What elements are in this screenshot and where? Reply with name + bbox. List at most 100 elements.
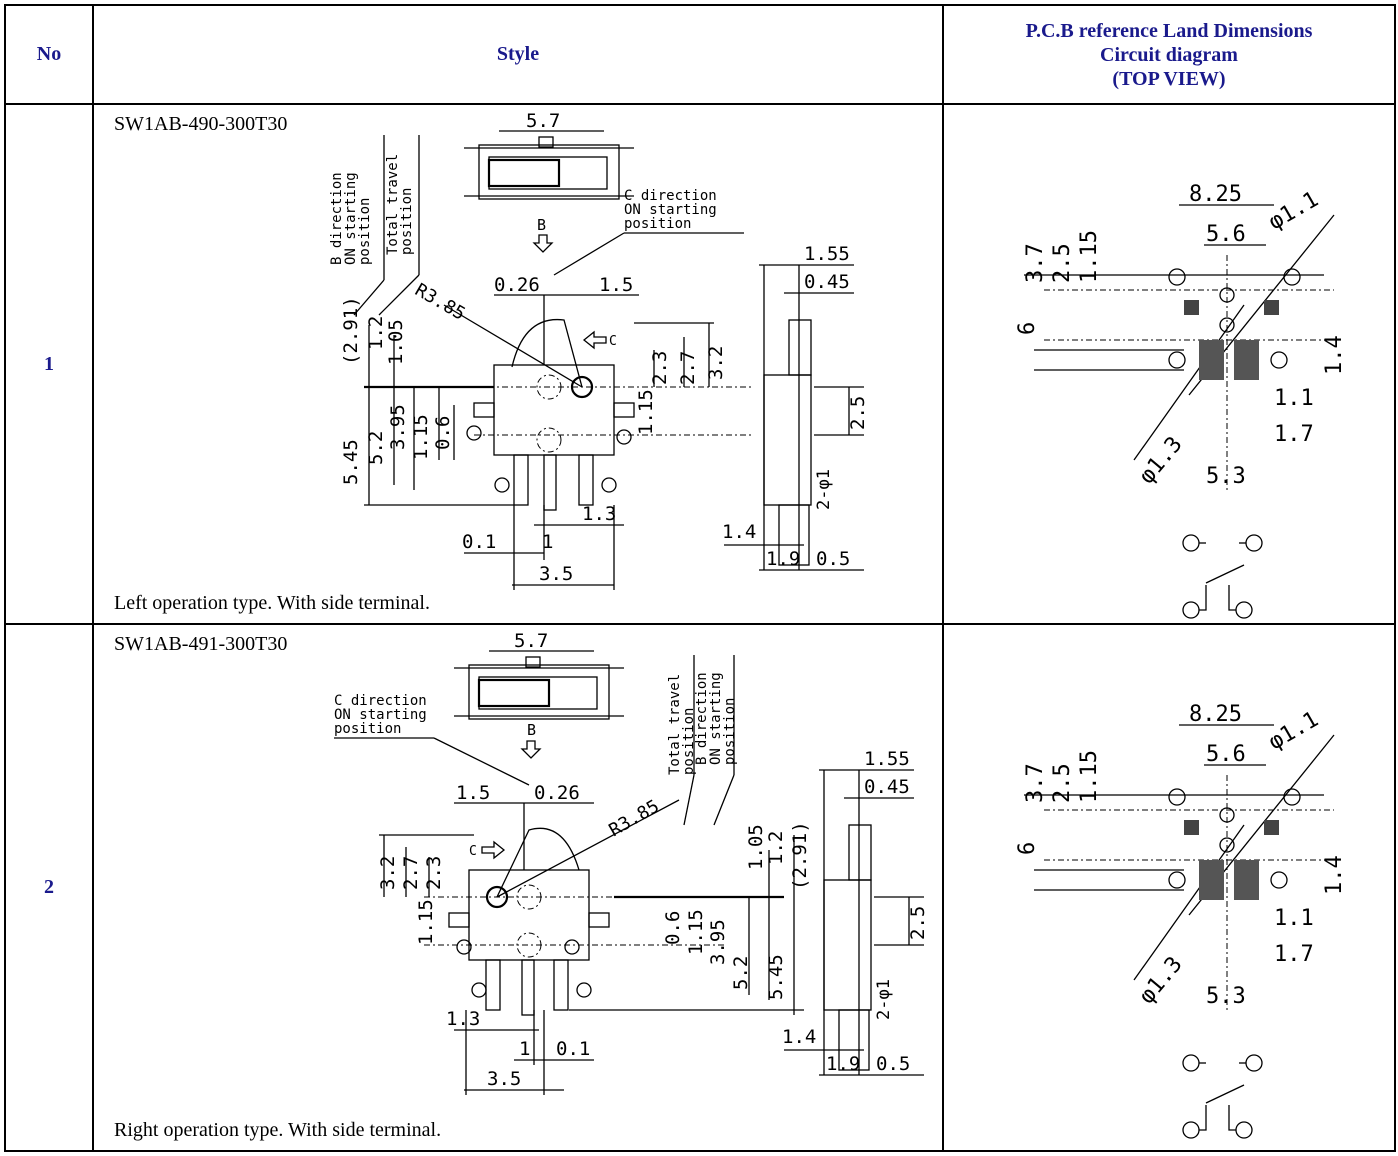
dim-1-2: 1.2 xyxy=(365,316,387,350)
pcb-dim-phi1-3-b: φ1.3 xyxy=(1134,952,1187,1009)
pcb-cell-2: 8.25 5.6 φ1.1 3.7 2.5 1.15 6 1.4 φ1.3 1.… xyxy=(942,623,1396,1152)
pcb-drawing-1: 8.25 5.6 φ1.1 3.7 2.5 1.15 6 1.4 φ1.3 1.… xyxy=(1015,182,1347,619)
dim-3-2-b: 3.2 xyxy=(377,856,399,890)
pcb-dim-2-5-b: 2.5 xyxy=(1050,763,1075,803)
dim-1: 1 xyxy=(542,531,553,553)
dim-5-2-b: 5.2 xyxy=(730,956,752,990)
dim-1-2-b: 1.2 xyxy=(765,831,787,865)
pcb-dim-6: 6 xyxy=(1015,322,1040,335)
dim-2-3: 2.3 xyxy=(649,351,671,385)
dim-1-9-b: 1.9 xyxy=(826,1053,860,1075)
arrow-c-icon xyxy=(481,840,506,860)
header-pcb-line2: Circuit diagram xyxy=(1100,43,1238,66)
dim-1-4-b: 1.4 xyxy=(782,1026,816,1048)
dim-2-91-b: (2.91) xyxy=(789,821,811,890)
dim-1-3-b: 1.3 xyxy=(446,1008,480,1030)
pcb-dim-1-4-b: 1.4 xyxy=(1322,855,1347,895)
pcb-dim-6-b: 6 xyxy=(1015,842,1040,855)
header-row: No Style P.C.B reference Land Dimensions… xyxy=(4,4,1396,105)
pcb-dim-1-4: 1.4 xyxy=(1322,335,1347,375)
dim-2-phi1: 2-φ1 xyxy=(814,469,834,510)
dim-5-7-b: 5.7 xyxy=(514,630,548,652)
switch-drawing-1: 5.7 B directionON startingposition Total… xyxy=(329,110,869,590)
dim-1-4: 1.4 xyxy=(722,521,756,543)
header-pcb-line1: P.C.B reference Land Dimensions xyxy=(1025,19,1313,42)
pcb-dim-5-6-b: 5.6 xyxy=(1206,742,1246,767)
dim-3-95: 3.95 xyxy=(387,404,409,450)
dim-1-55: 1.55 xyxy=(804,243,850,265)
label-total-travel-2: Total travelposition xyxy=(667,674,697,775)
dim-1-3: 1.3 xyxy=(582,503,616,525)
dim-1-5: 1.5 xyxy=(599,274,633,296)
dim-r3-85-b: R3.85 xyxy=(606,796,663,841)
dim-1-55-b: 1.55 xyxy=(864,748,910,770)
header-no: No xyxy=(4,4,94,105)
pcb-dim-5-3-b: 5.3 xyxy=(1206,984,1246,1009)
style-cell-1: SW1AB-490-300T30 5.7 B directionON start… xyxy=(92,103,944,625)
dim-3-5: 3.5 xyxy=(539,563,573,585)
pcb-cell-1: 8.25 5.6 φ1.1 3.7 2.5 1.15 6 1.4 φ1.3 1.… xyxy=(942,103,1396,625)
dim-0-6: 0.6 xyxy=(432,416,454,450)
dim-5-45: 5.45 xyxy=(340,439,362,485)
description-1: Left operation type. With side terminal. xyxy=(114,592,430,614)
pcb-dim-1-1-b: 1.1 xyxy=(1274,906,1314,931)
dim-2-91: (2.91) xyxy=(340,296,362,365)
header-pcb-line3: (TOP VIEW) xyxy=(1112,67,1226,90)
label-c-1: C xyxy=(609,334,617,349)
part-number-1: SW1AB-490-300T30 xyxy=(114,113,288,135)
header-pcb: P.C.B reference Land Dimensions Circuit … xyxy=(942,4,1396,105)
pcb-dim-1-1: 1.1 xyxy=(1274,386,1314,411)
dim-2-5: 2.5 xyxy=(847,396,869,430)
pcb-dim-2-5: 2.5 xyxy=(1050,243,1075,283)
dim-0-5-b: 0.5 xyxy=(876,1053,910,1075)
dim-5-2: 5.2 xyxy=(365,431,387,465)
row-number-1: 1 xyxy=(4,103,94,625)
dim-0-26-b: 0.26 xyxy=(534,782,580,804)
label-b-direction-1: B directionON startingposition xyxy=(329,172,373,265)
dim-3-5-b: 3.5 xyxy=(487,1068,521,1090)
dim-2-7-b: 2.7 xyxy=(400,856,422,890)
dim-1-15a: 1.15 xyxy=(410,414,432,460)
part-number-2: SW1AB-491-300T30 xyxy=(114,633,288,655)
pcb-dim-1-15: 1.15 xyxy=(1077,230,1102,283)
pcb-dim-phi1-1-b: φ1.1 xyxy=(1265,707,1323,755)
dim-1-15-b2: 1.15 xyxy=(685,909,707,955)
dim-2-7: 2.7 xyxy=(677,351,699,385)
dim-3-95-b: 3.95 xyxy=(707,919,729,965)
dim-0-1: 0.1 xyxy=(462,531,496,553)
dim-0-1-b: 0.1 xyxy=(556,1038,590,1060)
pcb-dim-5-6: 5.6 xyxy=(1206,222,1246,247)
label-c-2: C xyxy=(469,844,477,859)
pcb-dim-3-7: 3.7 xyxy=(1023,243,1048,283)
pcb-dim-phi1-3: φ1.3 xyxy=(1134,432,1187,489)
arrow-c-icon xyxy=(582,330,607,350)
dim-0-6-b: 0.6 xyxy=(662,911,684,945)
spec-table: No Style P.C.B reference Land Dimensions… xyxy=(4,4,1396,1152)
dim-1-b: 1 xyxy=(519,1038,530,1060)
dim-5-45-b: 5.45 xyxy=(765,954,787,1000)
dim-0-45: 0.45 xyxy=(804,271,850,293)
dim-0-45-b: 0.45 xyxy=(864,776,910,798)
dim-2-phi1-b: 2-φ1 xyxy=(874,979,894,1020)
pcb-dim-phi1-1: φ1.1 xyxy=(1265,187,1323,235)
pcb-dim-1-7-b: 1.7 xyxy=(1274,942,1314,967)
label-b-direction-2: B directionON startingposition xyxy=(694,672,738,765)
pcb-dim-1-15-b: 1.15 xyxy=(1077,750,1102,803)
dim-1-5-b: 1.5 xyxy=(456,782,490,804)
dim-0-26: 0.26 xyxy=(494,274,540,296)
description-2: Right operation type. With side terminal… xyxy=(114,1119,442,1141)
dim-1-05: 1.05 xyxy=(385,319,407,365)
dim-1-9: 1.9 xyxy=(766,548,800,570)
pcb-drawing-2: 8.25 5.6 φ1.1 3.7 2.5 1.15 6 1.4 φ1.3 1.… xyxy=(1015,702,1347,1139)
table-row-1: 1 SW1AB-490-300T30 5.7 B directionON sta… xyxy=(4,103,1396,625)
header-style: Style xyxy=(92,4,944,105)
arrow-b-icon xyxy=(520,740,542,759)
dim-r3-85: R3.85 xyxy=(411,279,468,324)
dim-1-05-b: 1.05 xyxy=(745,824,767,870)
pcb-dim-3-7-b: 3.7 xyxy=(1023,763,1048,803)
pcb-dim-5-3: 5.3 xyxy=(1206,464,1246,489)
